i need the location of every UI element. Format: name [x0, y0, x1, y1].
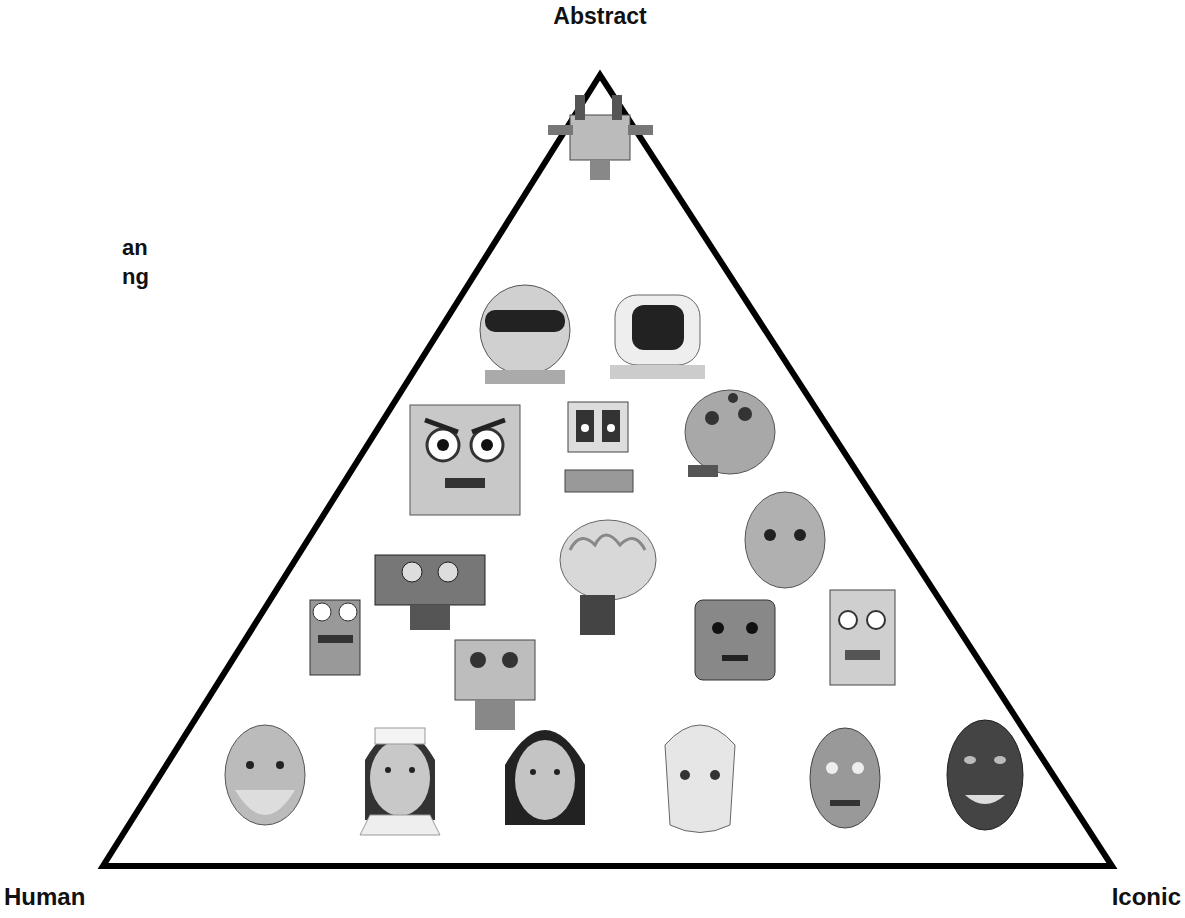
robot-head: [685, 390, 775, 477]
robot-head: [455, 640, 535, 730]
robot-head: [410, 405, 520, 515]
robot-head: [830, 590, 895, 685]
robot-head: [375, 555, 485, 630]
human-face: [225, 725, 305, 825]
robot-head: [565, 402, 633, 492]
robot-head: [560, 520, 656, 635]
cropped-label: ng: [122, 265, 149, 289]
robot-head: [695, 600, 775, 680]
robot-face: [810, 728, 880, 828]
robot-head: [745, 492, 825, 588]
robot-head: [480, 285, 570, 384]
corner-label: Abstract: [553, 4, 646, 29]
human-face: [360, 728, 440, 835]
robot-face: [947, 720, 1023, 830]
robot-head: [610, 295, 705, 379]
robot-head: [310, 600, 360, 675]
cropped-label: an: [122, 236, 148, 260]
robot-head: [548, 95, 653, 180]
human-face: [505, 730, 585, 825]
corner-label: Human: [4, 884, 85, 910]
robot-face: [665, 725, 735, 833]
triangle-outline: [103, 75, 1112, 866]
corner-label: Iconic: [1112, 884, 1181, 910]
